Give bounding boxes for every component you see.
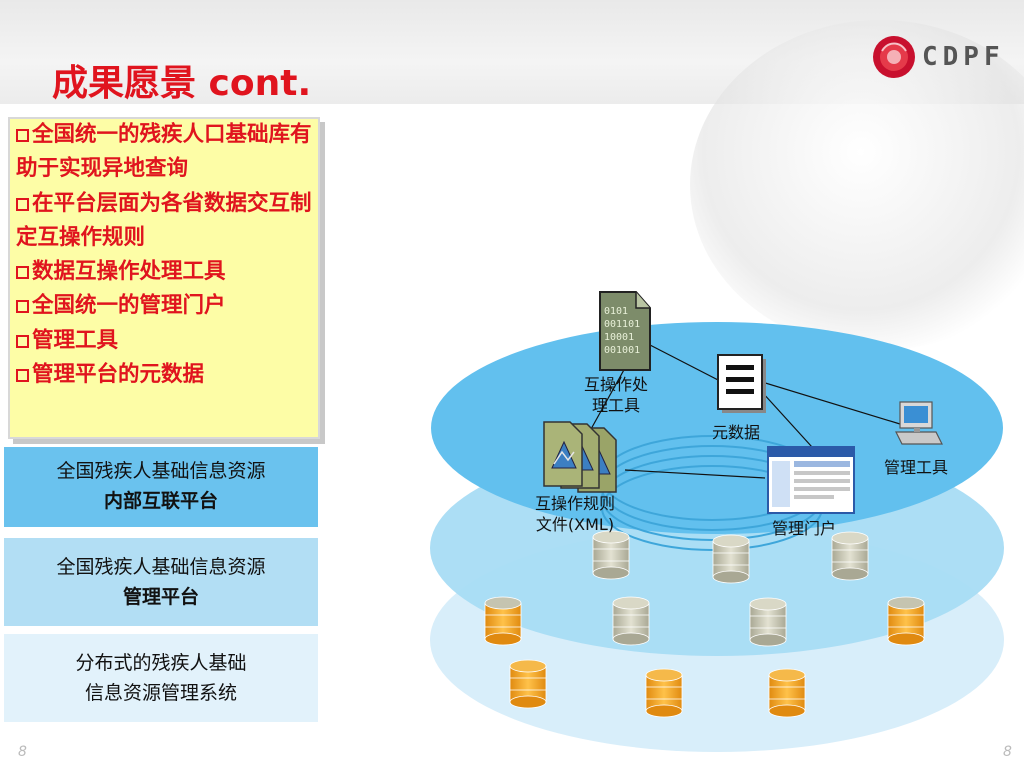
- layer-label-interconnect: 全国残疾人基础信息资源 内部互联平台: [4, 447, 318, 527]
- binary-line: 10001: [604, 332, 634, 343]
- database-orange-icon: [768, 668, 806, 718]
- bullet-item: 在平台层面为各省数据交互制定互操作规则: [16, 190, 312, 250]
- database-gray-icon: [612, 596, 650, 646]
- bullet-item: 全国统一的管理门户: [16, 289, 316, 323]
- interop-rules-label: 互操作规则 文件(XML): [535, 494, 616, 534]
- xml-files-icon: [543, 421, 617, 493]
- database-orange-icon: [509, 659, 547, 709]
- page-number-left: 8: [18, 744, 27, 760]
- logo-text: CDPF: [922, 42, 1005, 72]
- connector-lines: [570, 344, 901, 479]
- document-binary-icon: 0101 001101 10001 001001: [599, 291, 651, 371]
- portal-label: 管理门户: [772, 519, 837, 538]
- bullet-item: 全国统一的残疾人口基础库有助于实现异地查询: [16, 122, 312, 182]
- layer-label-distributed: 分布式的残疾人基础 信息资源管理系统: [4, 634, 318, 722]
- database-gray-icon: [749, 597, 787, 647]
- binary-line: 001001: [604, 345, 640, 356]
- bullet-list: 全国统一的残疾人口基础库有助于实现异地查询 在平台层面为各省数据交互制定互操作规…: [16, 118, 316, 392]
- metadata-label: 元数据: [712, 423, 761, 442]
- mgmt-tool-label: 管理工具: [884, 458, 949, 477]
- checkbox-icon: [16, 300, 29, 314]
- bullet-panel: [8, 117, 320, 439]
- portal-window-icon: [767, 446, 855, 514]
- binary-line: 0101: [604, 306, 628, 317]
- page-number-right: 8: [1003, 744, 1012, 760]
- database-gray-icon: [592, 530, 630, 580]
- bullet-item: 管理平台的元数据: [16, 358, 316, 392]
- binary-line: 001101: [604, 319, 640, 330]
- bullet-item: 数据互操作处理工具: [16, 255, 316, 289]
- slide-title: 成果愿景 cont.: [52, 63, 312, 104]
- background-globe: [690, 20, 1024, 350]
- bullet-item: 管理工具: [16, 324, 316, 358]
- cdpf-logo-icon: [873, 36, 915, 78]
- layer-label-management: 全国残疾人基础信息资源 管理平台: [4, 538, 318, 626]
- database-orange-icon: [645, 668, 683, 718]
- checkbox-icon: [16, 369, 29, 383]
- interop-tool-label: 互操作处 理工具: [584, 375, 649, 415]
- database-gray-icon: [712, 534, 750, 584]
- checkbox-icon: [16, 129, 29, 142]
- checkbox-icon: [16, 266, 29, 280]
- database-orange-icon: [484, 596, 522, 646]
- database-gray-icon: [831, 531, 869, 581]
- computer-icon: [895, 401, 943, 445]
- checkbox-icon: [16, 334, 29, 348]
- checkbox-icon: [16, 197, 29, 211]
- database-orange-icon: [887, 596, 925, 646]
- metadata-document-icon: [717, 354, 766, 413]
- database-group: [484, 530, 925, 718]
